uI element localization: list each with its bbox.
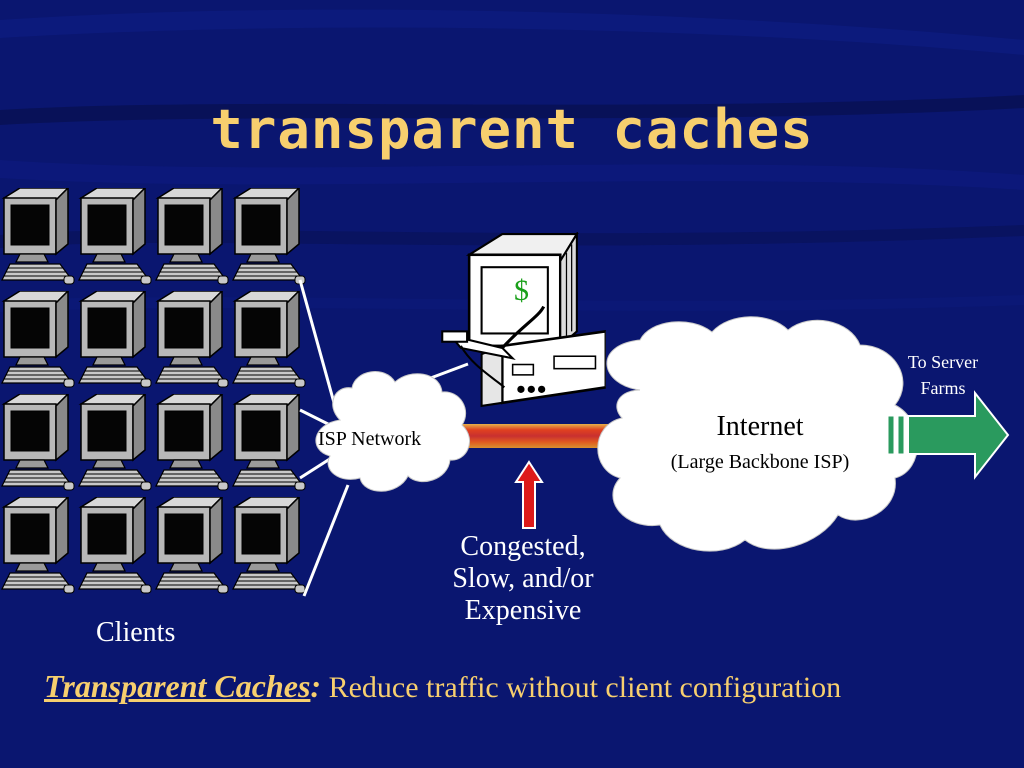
transparent-caches-term: Transparent Caches — [44, 668, 311, 704]
caption-description: Reduce traffic without client configurat… — [321, 671, 842, 704]
link-note-line-1: Congested, — [460, 531, 586, 562]
server-farms-line-2: Farms — [920, 378, 966, 398]
bottom-caption: Transparent Caches: Reduce traffic witho… — [44, 668, 1004, 705]
server-farm-arrow — [887, 390, 1010, 480]
link-note-line-3: Expensive — [464, 595, 582, 626]
congestion-arrow — [514, 460, 544, 529]
caption-colon: : — [310, 668, 322, 704]
cache-server-icon — [440, 232, 606, 408]
cache-dollar-symbol: $ — [514, 274, 529, 307]
internet-label: Internet — [716, 411, 804, 442]
slide-title: transparent caches — [210, 98, 814, 161]
clients-label: Clients — [96, 617, 176, 648]
isp-network-cloud — [315, 371, 470, 492]
internet-cloud — [597, 316, 918, 552]
server-farms-label: To Server Farms — [890, 349, 996, 401]
client-connection-lines — [298, 279, 469, 597]
link-note-line-2: Slow, and/or — [452, 563, 594, 594]
isp-network-label: ISP Network — [318, 428, 422, 450]
link-note: Congested, Slow, and/or Expensive — [420, 531, 626, 627]
congested-link — [460, 424, 610, 448]
internet-sublabel: (Large Backbone ISP) — [670, 451, 850, 473]
server-farms-line-1: To Server — [907, 352, 979, 372]
